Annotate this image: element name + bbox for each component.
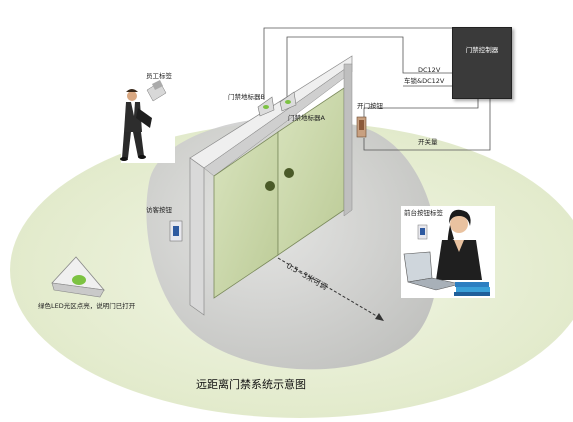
dc12v-label: DC12V bbox=[418, 66, 441, 74]
reader-b bbox=[257, 96, 275, 117]
lock-label: 开门按钮 bbox=[357, 102, 383, 110]
distance-arrow bbox=[277, 257, 384, 321]
controller-label: 门禁控制器 bbox=[465, 46, 499, 54]
led-note-label: 绿色LED光区点亮，说明门已打开 bbox=[38, 302, 136, 310]
reader-a-label: 门禁地标器A bbox=[288, 114, 325, 122]
door-assembly bbox=[189, 55, 353, 316]
visitor-button-label: 访客按钮 bbox=[146, 206, 172, 214]
visitor-button bbox=[169, 220, 183, 242]
employee-tag-label: 员工标签 bbox=[146, 72, 172, 80]
desk-reader-label: 前台按钮标签 bbox=[404, 209, 443, 217]
access-controller-box: 门禁控制器 bbox=[452, 27, 512, 99]
wiring bbox=[263, 27, 491, 151]
ac-dc12v-label: 车锁&DC12V bbox=[404, 77, 445, 85]
reader-b-label: 门禁地标器B bbox=[228, 93, 265, 101]
receptionist-figure bbox=[401, 206, 495, 298]
employee-figure bbox=[120, 75, 175, 163]
reader-a bbox=[279, 91, 297, 112]
led-reader bbox=[51, 256, 105, 298]
switch-label: 开关量 bbox=[418, 138, 438, 146]
diagram-title: 远距离门禁系统示意图 bbox=[196, 378, 306, 391]
lock-device bbox=[356, 116, 367, 138]
